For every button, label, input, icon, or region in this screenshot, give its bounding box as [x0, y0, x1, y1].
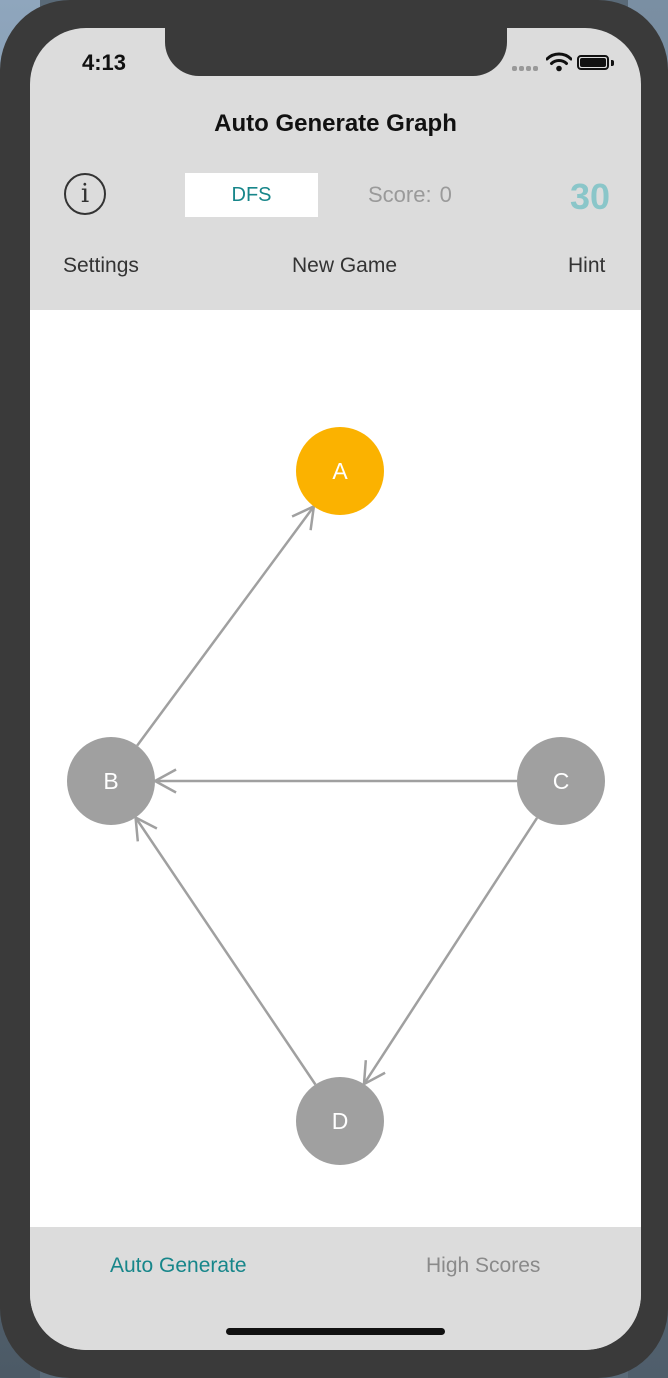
graph-node-b[interactable]: B	[67, 737, 155, 825]
info-icon[interactable]: i	[64, 173, 106, 215]
arrowhead-C-D	[362, 1060, 386, 1087]
settings-button[interactable]: Settings	[63, 254, 139, 277]
edge-B-A	[136, 505, 315, 747]
graph-node-d[interactable]: D	[296, 1077, 384, 1165]
graph-node-c[interactable]: C	[517, 737, 605, 825]
node-label: D	[332, 1108, 349, 1134]
graph-svg: A B C D	[67, 427, 605, 1165]
notch	[165, 28, 507, 76]
hint-button[interactable]: Hint	[568, 254, 606, 277]
wifi-icon	[546, 52, 572, 72]
score-value: 0	[439, 182, 452, 207]
page-title: Auto Generate Graph	[214, 110, 457, 137]
edge-D-B	[134, 816, 317, 1086]
score-display: Score: 0	[368, 182, 452, 208]
home-indicator	[226, 1328, 445, 1335]
node-circle	[296, 1077, 384, 1165]
info-glyph: i	[80, 179, 90, 209]
tab-high-scores[interactable]: High Scores	[426, 1254, 541, 1277]
edge-C-D	[362, 817, 539, 1085]
score-label: Score:	[368, 182, 432, 207]
graph-canvas[interactable]: A B C D	[30, 310, 641, 1227]
app-screen: 4:13 Auto Generate Graph i DFS Score: 0 3…	[30, 28, 641, 1350]
graph-node-a[interactable]: A	[296, 427, 384, 515]
algorithm-label: DFS	[231, 183, 272, 206]
node-label: B	[103, 768, 118, 794]
new-game-button[interactable]: New Game	[292, 254, 398, 277]
tab-bar: Auto Generate High Scores	[30, 1227, 641, 1350]
node-circle	[67, 737, 155, 825]
arrowhead-B-A	[291, 504, 316, 531]
algorithm-selector[interactable]: DFS	[185, 173, 318, 217]
node-label: A	[332, 458, 348, 484]
tab-auto-generate[interactable]: Auto Generate	[110, 1254, 247, 1277]
countdown-timer: 30	[569, 176, 610, 217]
battery-icon	[577, 55, 609, 70]
cellular-signal-icon	[512, 66, 540, 72]
node-circle	[517, 737, 605, 825]
status-time: 4:13	[82, 50, 127, 75]
node-label: C	[553, 768, 570, 794]
battery-tip	[611, 60, 614, 66]
node-circle	[296, 427, 384, 515]
